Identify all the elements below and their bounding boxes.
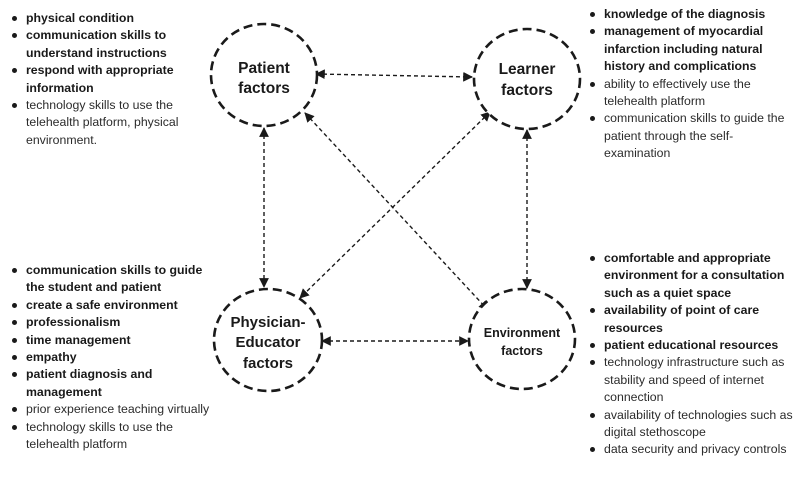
environment-factor-item: availability of technologies such as dig… [586, 407, 798, 442]
connector-patient-environment [304, 112, 489, 311]
educator-node-label-line1: Physician- [230, 314, 305, 331]
environment-factor-item: data security and privacy controls [586, 441, 798, 458]
environment-node-label-line2: factors [501, 344, 543, 358]
environment-node-label-line1: Environment [484, 326, 561, 340]
learner-factor-item: knowledge of the diagnosis [586, 6, 798, 23]
educator-factor-item: empathy [8, 349, 212, 366]
learner-factor-item: ability to effectively use the telehealt… [586, 76, 798, 111]
patient-factor-item: technology skills to use the telehealth … [8, 97, 208, 149]
learner-node-label-line1: Learner [499, 61, 556, 78]
patient-factor-item: physical condition [8, 10, 208, 27]
patient-node [209, 22, 319, 128]
learner-factor-item: management of myocardial infarction incl… [586, 23, 798, 75]
connector-learner-educator [299, 111, 491, 299]
educator-node-label-line2: Educator [235, 334, 300, 351]
connector-patient-learner [315, 69, 473, 82]
environment-factor-item: patient educational resources [586, 337, 798, 354]
patient-factor-item: communication skills to understand instr… [8, 27, 208, 62]
patient-node-label-line1: Patient [238, 60, 290, 77]
educator-factor-item: patient diagnosis and management [8, 366, 212, 401]
educator-factors-list: communication skills to guide the studen… [8, 262, 212, 453]
educator-factor-item: professionalism [8, 314, 212, 331]
environment-factor-item: availability of point of care resources [586, 302, 798, 337]
educator-factor-item: technology skills to use the telehealth … [8, 419, 212, 454]
educator-factor-item: prior experience teaching virtually [8, 401, 212, 418]
educator-node [212, 287, 324, 393]
environment-factor-item: comfortable and appropriate environment … [586, 250, 798, 302]
educator-factor-item: time management [8, 332, 212, 349]
patient-factor-item: respond with appropriate information [8, 62, 208, 97]
environment-factor-item: technology infrastructure such as stabil… [586, 354, 798, 406]
learner-node-label-line2: factors [501, 82, 553, 99]
environment-node [467, 287, 577, 391]
educator-node-label-line3: factors [243, 355, 293, 372]
learner-factor-item: communication skills to guide the patien… [586, 110, 798, 162]
patient-node-label-line2: factors [238, 80, 290, 97]
learner-node [472, 27, 582, 131]
educator-factor-item: create a safe environment [8, 297, 212, 314]
environment-factors-list: comfortable and appropriate environment … [586, 250, 798, 459]
educator-factor-item: communication skills to guide the studen… [8, 262, 212, 297]
